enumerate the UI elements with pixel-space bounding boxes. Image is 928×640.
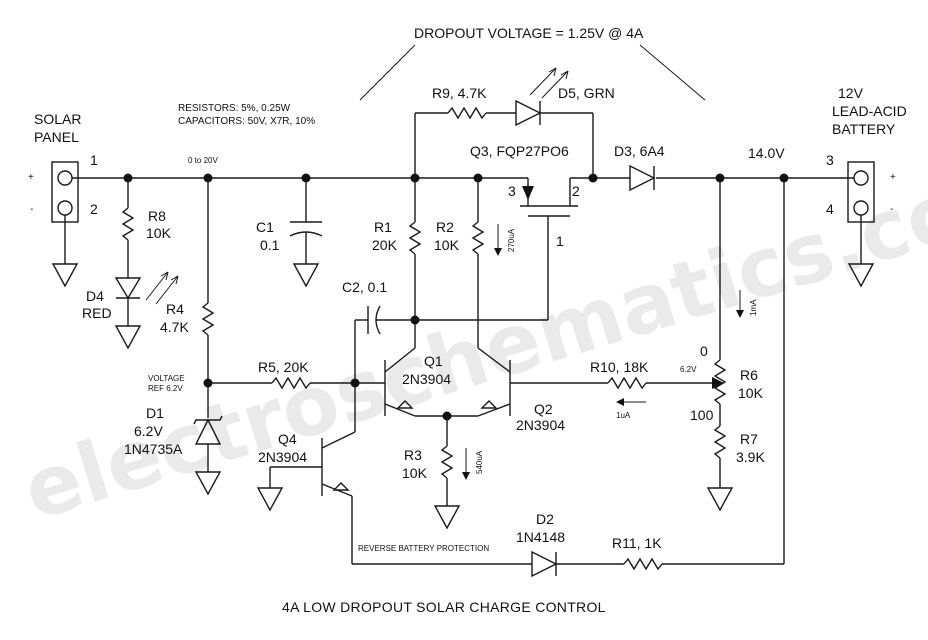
q3-pin2: 2 [572,183,580,199]
r11-label: R11, 1K [612,535,662,551]
solar-plus: + [28,172,34,183]
solar-minus: - [30,204,33,215]
vref-label-2: REF 6.2V [148,384,183,393]
r7-value: 3.9K [736,449,765,465]
input-range: 0 to 20V [188,156,218,165]
pin-2: 2 [90,201,98,217]
r6-value: 10K [738,385,764,401]
r8-name: R8 [148,208,166,224]
resistor-notes: RESISTORS: 5%, 0.25W [178,103,291,114]
r1-branch [408,178,422,348]
battery-label-3: BATTERY [832,121,896,137]
output-voltage: 14.0V [748,145,785,161]
d1-value: 6.2V [134,423,163,439]
d4-name: D4 [86,288,104,304]
battery-plus: + [890,172,896,183]
capacitor-notes: CAPACITORS: 50V, X7R, 10% [178,116,315,127]
solar-panel-connector [51,161,79,288]
q2-name: Q2 [534,401,553,417]
d3-diode [629,164,656,192]
battery-label-2: LEAD-ACID [832,103,907,119]
r6-wiper: 6.2V [680,365,697,374]
d1-part: 1N4735A [124,441,183,457]
divider-current: 1mA [749,299,758,316]
pin-4: 4 [826,201,834,217]
d2-part: 1N4148 [516,529,565,545]
pin-1: 1 [90,152,98,168]
r6-top: 0 [700,343,708,359]
r8-value: 10K [146,225,172,241]
r4-name: R4 [166,301,184,317]
dropout-bracket [359,44,706,101]
pin-3: 3 [826,152,834,168]
solar-label-1: SOLAR [34,111,81,127]
reverse-protection: REVERSE BATTERY PROTECTION [358,544,489,553]
r9-d5-loop [414,67,594,178]
r1-value: 20K [372,237,398,253]
r5-label: R5, 20K [258,359,309,375]
reference-branch [193,178,385,496]
q4-name: Q4 [278,431,297,447]
schematic-title: 4A LOW DROPOUT SOLAR CHARGE CONTROL [282,599,606,615]
battery-minus: - [890,204,893,215]
q3-label: Q3, FQP27PO6 [470,143,569,159]
d4-color: RED [82,305,112,321]
dropout-label: DROPOUT VOLTAGE = 1.25V @ 4A [414,25,644,41]
r10-label: R10, 18K [590,359,649,375]
q1-part: 2N3904 [402,371,451,387]
r10-current: 1uA [616,411,631,420]
labels: DROPOUT VOLTAGE = 1.25V @ 4A RESISTORS: … [28,25,907,615]
q3-pin1: 1 [556,233,564,249]
r2-current: 270uA [507,228,516,252]
solar-label-2: PANEL [34,129,79,145]
c2-branch [354,305,548,383]
battery-label-1: 12V [838,85,864,101]
d5-label: D5, GRN [558,85,615,101]
d3-label: D3, 6A4 [614,143,665,159]
r6-bottom: 100 [690,407,714,423]
d2-name: D2 [536,511,554,527]
watermark: electroschematics.com [13,138,928,539]
q1-q2-pair [384,347,724,530]
q4-part: 2N3904 [258,449,307,465]
r7-name: R7 [740,431,758,447]
r6-name: R6 [740,367,758,383]
c2-label: C2, 0.1 [342,279,387,295]
battery-connector [847,161,875,288]
r4-value: 4.7K [160,319,189,335]
r2-name: R2 [436,219,454,235]
c1-name: C1 [256,219,274,235]
r1-name: R1 [374,219,392,235]
q3-pin3: 3 [508,183,516,199]
r8-d4-branch [114,178,179,350]
r2-branch [471,178,502,348]
q2-part: 2N3904 [516,417,565,433]
q4-transistor [256,178,785,578]
q3-mosfet [520,178,578,320]
r3-value: 10K [402,465,428,481]
d1-name: D1 [146,405,164,421]
divider-branch [706,178,744,512]
r2-value: 10K [434,237,460,253]
c1-branch [289,178,323,288]
vref-label-1: VOLTAGE [148,374,185,383]
r3-current: 540uA [475,450,484,474]
r3-name: R3 [404,447,422,463]
r9-label: R9, 4.7K [432,85,487,101]
q1-name: Q1 [424,353,443,369]
c1-value: 0.1 [260,237,280,253]
